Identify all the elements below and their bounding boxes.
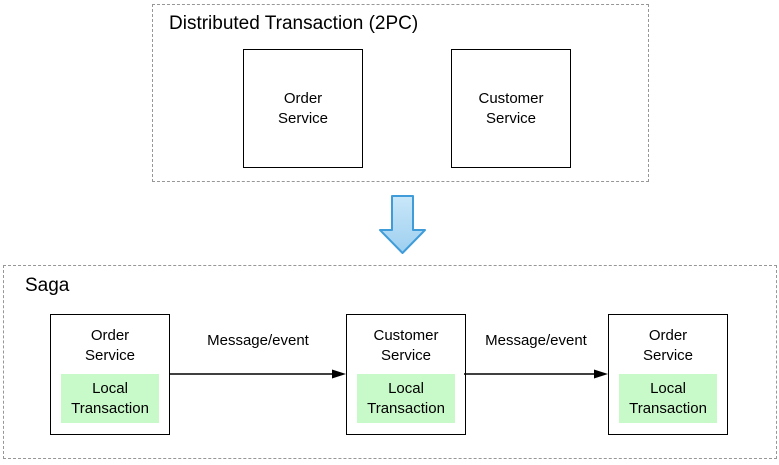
2pc-customer-service-box: Customer Service <box>451 49 571 168</box>
message-event-label-2: Message/event <box>485 332 587 349</box>
local-transaction-box-3: Local Transaction <box>619 374 717 423</box>
saga-order-service-box-1: Order Service Local Transaction <box>50 314 170 435</box>
local-transaction-box-1: Local Transaction <box>61 374 159 423</box>
message-arrow-icon-1 <box>170 369 346 379</box>
message-event-label-1: Message/event <box>207 332 309 349</box>
down-arrow-icon <box>379 195 426 254</box>
2pc-group: Distributed Transaction (2PC) Order Serv… <box>152 4 649 182</box>
saga-customer-service-box: Customer Service Local Transaction <box>346 314 466 435</box>
saga-group: Saga Order Service Local Transaction Mes… <box>3 265 777 459</box>
2pc-order-service-label: Order Service <box>277 89 329 127</box>
message-arrow-icon-2 <box>464 369 608 379</box>
2pc-group-title: Distributed Transaction (2PC) <box>169 13 419 34</box>
2pc-order-service-box: Order Service <box>243 49 363 168</box>
saga-order-service-label-2: Order Service <box>642 327 694 364</box>
saga-customer-service-label: Customer Service <box>373 327 439 364</box>
saga-order-service-box-2: Order Service Local Transaction <box>608 314 728 435</box>
saga-order-service-label-1: Order Service <box>84 327 136 364</box>
local-transaction-box-2: Local Transaction <box>357 374 455 423</box>
saga-group-title: Saga <box>25 275 70 296</box>
2pc-customer-service-label: Customer Service <box>478 89 544 127</box>
